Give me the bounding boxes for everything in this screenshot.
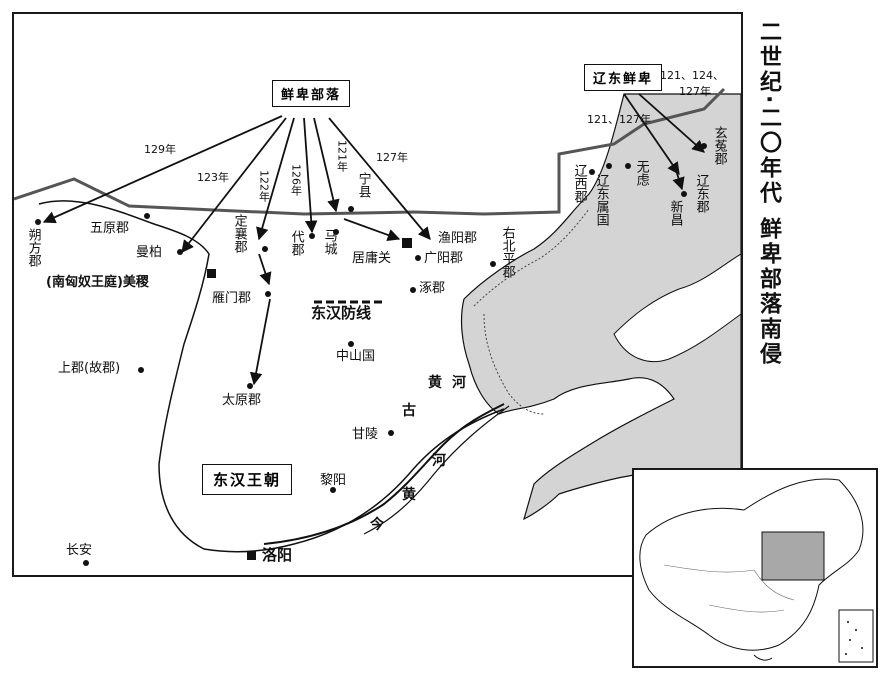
river-gu-1: 古 [402, 403, 416, 419]
arrow-129 [42, 115, 283, 224]
sea-area [460, 93, 741, 521]
place-ningxian: 宁县 [355, 172, 371, 198]
arrow-121 [313, 117, 340, 213]
arrow-yanmen-taiyuan [249, 298, 271, 386]
river-huanghe: 黄河 [428, 375, 476, 391]
place-yuyang: 渔阳郡 [438, 231, 478, 246]
place-dingxiang: 定襄郡 [231, 214, 247, 253]
place-guangyang: 广阳郡 [424, 251, 464, 266]
place-liyang: 黎阳 [320, 473, 347, 488]
place-dai: 代郡 [288, 230, 304, 256]
place-wuyuan: 五原郡 [90, 221, 130, 236]
year-liaodong-c: 121、127年 [587, 113, 651, 126]
arrow-122 [256, 117, 295, 241]
arrow-126 [303, 117, 318, 234]
map-base [14, 87, 741, 566]
year-126: 126年 [289, 164, 303, 196]
defense-line-label: 东汉防线 [311, 304, 372, 322]
place-shuofang: 朔方郡 [25, 228, 41, 267]
place-shangjun: 上郡(故郡) [58, 361, 121, 376]
year-129: 129年 [144, 143, 176, 156]
arrow-macheng-juyong [343, 218, 401, 242]
inset-region-box [761, 531, 825, 581]
arrow-liaodong-3 [672, 163, 685, 191]
year-liaodong-b: 127年 [679, 85, 711, 98]
place-liaoxi: 辽西郡 [571, 164, 587, 203]
river-gu-3: 河 [432, 453, 446, 469]
inset-svg [639, 478, 874, 663]
year-121: 121年 [335, 140, 349, 172]
place-liaodong-shuguo: 辽东属国 [593, 174, 609, 226]
place-xinchang: 新昌 [667, 200, 683, 226]
xianbei-tribes-box: 鲜卑部落 [272, 80, 351, 107]
place-yanmen: 雁门郡 [212, 291, 252, 306]
han-border [38, 200, 505, 553]
place-meiji: (南匈奴王庭)美稷 [46, 275, 149, 290]
liaodong-xianbei-box: 辽东鲜卑 [584, 64, 663, 91]
river-jin-1: 今 [370, 517, 384, 533]
year-123: 123年 [197, 171, 229, 184]
river-gu-2: 黄 [402, 487, 416, 503]
arrow-dingxiang-yanmen [258, 253, 272, 286]
place-zhongshan: 中山国 [336, 349, 376, 364]
map-frame: 鲜卑部落 辽东鲜卑 东汉王朝 东汉防线 129年 123年 122年 126年 … [12, 12, 743, 577]
eastern-han-box: 东汉王朝 [202, 464, 293, 495]
place-youbeiping: 右北平郡 [499, 226, 515, 278]
place-ganling: 甘陵 [352, 427, 379, 442]
place-manbai: 曼柏 [136, 245, 163, 260]
arrow-123 [181, 117, 287, 253]
place-macheng: 马城 [321, 229, 337, 255]
place-changan: 长安 [66, 543, 93, 558]
arrow-127 [328, 117, 431, 240]
map-title: 二世纪·二〇年代 鲜卑部落南侵 [756, 20, 781, 368]
place-zhuojun: 涿郡 [419, 281, 446, 296]
year-127: 127年 [376, 151, 408, 164]
year-liaodong-a: 121、124、 [660, 69, 724, 82]
arrow-liaodong-1 [638, 93, 705, 153]
place-taiyuan: 太原郡 [222, 393, 262, 408]
place-liaodong: 辽东郡 [693, 174, 709, 213]
place-wulv: 无虑 [633, 160, 649, 186]
year-122: 122年 [257, 170, 271, 202]
place-juyongguan: 居庸关 [352, 251, 392, 266]
arrow-liaodong-2 [623, 93, 680, 176]
inset-map [632, 468, 878, 668]
yellow-river-ancient [263, 403, 505, 545]
yellow-river-modern [363, 405, 510, 535]
place-luoyang: 洛阳 [262, 546, 293, 564]
place-xuantu: 玄菟郡 [711, 126, 727, 165]
